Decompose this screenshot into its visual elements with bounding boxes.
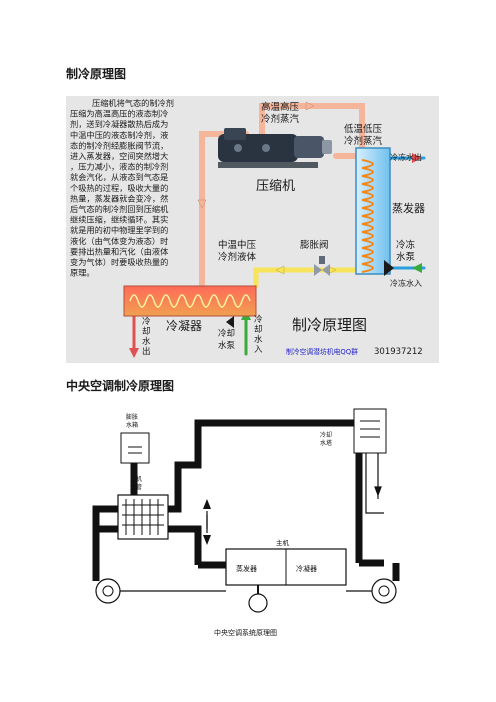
refrigeration-principle-figure: 压缩机将气态的制冷剂压缩为高温高压的液态制冷剂，送到冷凝器散热后成为中温中压的液… (66, 96, 439, 363)
cooling-tower-pipes (365, 453, 384, 514)
description-line: 剂，送到冷凝器散热后成为 (70, 119, 168, 129)
cooling-out-arrow (129, 348, 139, 358)
description-line: 就是用的初中物理里学到的 (70, 225, 168, 235)
flow-arrows-2 (203, 499, 211, 545)
description-line: 热量，蒸发器就会变冷，然 (70, 193, 168, 203)
right-pump (346, 578, 397, 604)
cool-pump-label-2: 水泵 (218, 340, 236, 351)
fan-coil-label-1: 风机 (130, 475, 142, 483)
condenser-label-2: 冷凝器 (296, 564, 317, 573)
cool-out-char-2: 却 (142, 326, 151, 337)
condenser-label: 冷凝器 (166, 318, 202, 333)
fan-coil-unit: 风机 盘管 (117, 475, 169, 540)
hp-vapor-label-1: 高温高压 (261, 101, 300, 113)
compressor-label: 压缩机 (256, 178, 295, 194)
description-line: 变为气体）时要吸收热量的 (70, 257, 168, 267)
evaporator-label: 蒸发器 (392, 201, 425, 215)
main-unit-label: 主机 (276, 538, 290, 547)
cool-in-char-4: 入 (254, 345, 263, 355)
chilled-out-arrow (412, 153, 422, 163)
condenser-unit (123, 285, 257, 317)
mp-liquid-label-1: 中温中压 (218, 239, 257, 251)
expansion-tank-label-1: 膨胀 (126, 413, 138, 421)
cooling-tower: 冷却 水塔 (320, 408, 387, 454)
description-line: 原理。 (70, 268, 95, 278)
evaporator-unit (355, 147, 391, 275)
left-pump (95, 578, 226, 604)
chilled-pump-label-1: 冷冻 (396, 239, 416, 251)
hp-vapor-label-2: 冷剂蒸汽 (261, 113, 300, 125)
central-ac-system-figure: 膨胀 水箱 风机 盘管 冷却 水塔 主机 蒸发器 冷凝器 (66, 403, 439, 643)
chilled-pump-label-2: 水泵 (396, 251, 416, 263)
description-line: 个吸热的过程，吸收大量的 (70, 183, 168, 193)
fan-coil-label-2: 盘管 (130, 483, 142, 491)
heading-refrigeration-diagram: 制冷原理图 (66, 67, 127, 81)
cool-out-char-1: 冷 (142, 316, 151, 327)
chilled-water-pump (384, 260, 394, 276)
cool-out-char-4: 出 (142, 346, 151, 357)
description-text: 压缩机将气态的制冷剂压缩为高温高压的液态制冷剂，送到冷凝器散热后成为中温中压的液… (70, 98, 174, 278)
description-line: 要排出热量和汽化（由液体 (70, 246, 168, 256)
evaporator-label-2: 蒸发器 (236, 564, 257, 573)
lp-vapor-label-2: 冷剂蒸汽 (344, 135, 383, 147)
lp-vapor-label-1: 低温低压 (344, 123, 383, 135)
description-line: 态的制冷剂经膨胀阀节流， (70, 140, 168, 150)
cool-pump-label-1: 冷却 (218, 328, 235, 339)
credit-text: 制冷空调潜坊机电QQ群 (286, 347, 358, 356)
expansion-tank: 膨胀 水箱 (120, 413, 150, 464)
description-line: 压缩机将气态的制冷剂 (92, 98, 174, 108)
cooling-tower-label-1: 冷却 (320, 431, 332, 439)
description-line: 就会汽化，从液态到气态是 (70, 172, 168, 182)
description-line: ，压力减小，液态的制冷剂 (70, 162, 168, 172)
expansion-valve (314, 256, 330, 276)
description-line: 压缩为高温高压的液态制冷 (70, 109, 168, 119)
mp-liquid-label-2: 冷剂液体 (218, 251, 257, 263)
compressor-unit (218, 128, 332, 168)
cool-in-char-3: 水 (254, 334, 263, 345)
cool-in-char-1: 冷 (254, 314, 263, 325)
expansion-valve-label: 膨胀阀 (300, 239, 329, 251)
description-line: 液化（由气体变为液态）时 (70, 236, 168, 246)
description-line: 后气态的制冷剂回到压缩机 (70, 204, 169, 214)
cool-in-char-2: 却 (254, 324, 263, 335)
chilled-water-out-label: 冷冻水出 (390, 152, 422, 162)
description-line: 中温中压的液态制冷剂，液 (70, 130, 168, 140)
cool-out-char-3: 水 (142, 336, 151, 347)
description-line: 进入蒸发器，空间突然增大 (70, 151, 168, 161)
chilled-in-arrow (412, 263, 422, 273)
chilled-water-in-label: 冷冻水入 (390, 278, 422, 288)
qq-number: 301937212 (374, 347, 423, 357)
figure2-caption: 中央空调系统原理图 (214, 628, 277, 637)
heading-central-ac-diagram: 中央空调制冷原理图 (66, 379, 175, 393)
description-line: 继续压缩，继续循环。其实 (70, 215, 168, 225)
chiller-main-unit: 主机 蒸发器 冷凝器 (225, 538, 347, 613)
cooling-water-pump (226, 316, 234, 328)
expansion-tank-label-2: 水箱 (126, 421, 138, 429)
figure1-title: 制冷原理图 (292, 316, 367, 334)
cooling-tower-label-2: 水塔 (320, 439, 332, 447)
